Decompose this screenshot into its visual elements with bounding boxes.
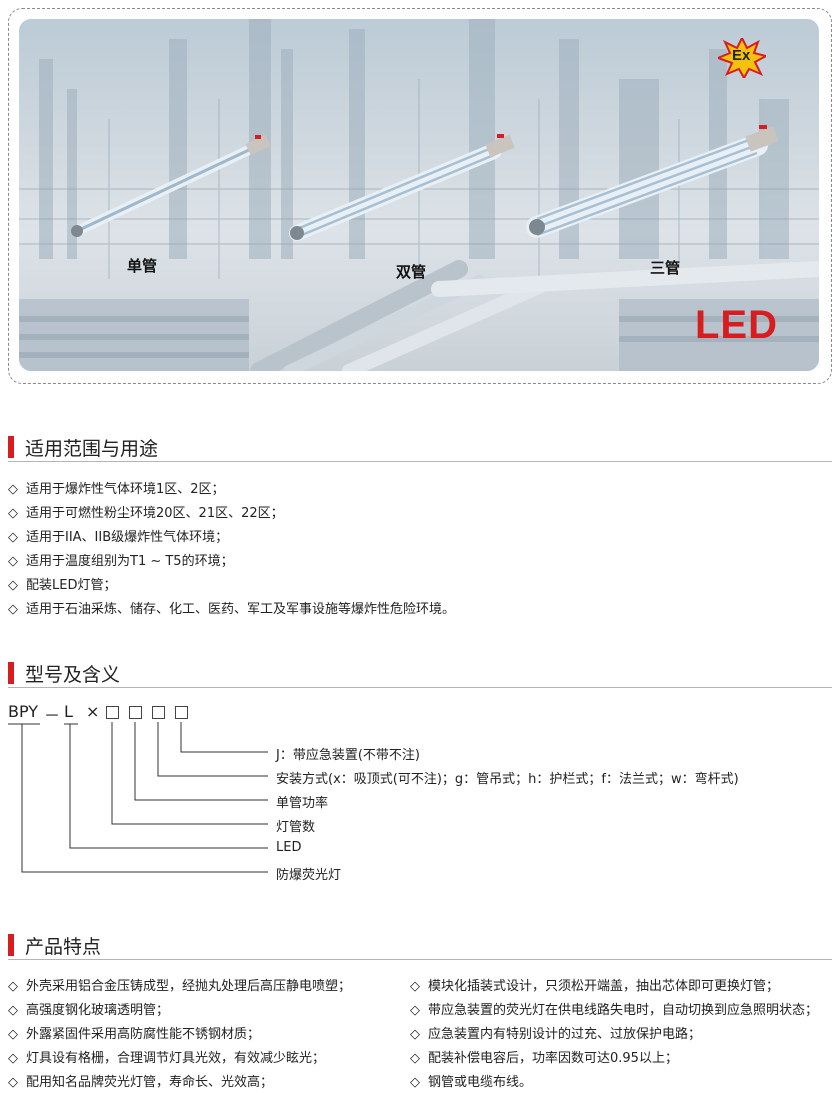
diamond-bullet-icon: ◇ bbox=[8, 1027, 18, 1042]
list-item: ◇配装补偿电容后，功率因数可达0.95以上； bbox=[410, 1051, 678, 1066]
list-item: ◇适用于温度组别为T1 ~ T5的环境； bbox=[8, 554, 234, 569]
lamp-label-single: 单管 bbox=[127, 257, 158, 275]
diamond-bullet-icon: ◇ bbox=[410, 1075, 420, 1090]
legend-tube-count: 灯管数 bbox=[276, 820, 316, 835]
model-code-prefix: BPY bbox=[8, 702, 39, 721]
legend-install: 安装方式(x：吸顶式(可不注)；g：管吊式；h：护栏式；f：法兰式；w：弯杆式) bbox=[276, 772, 739, 787]
list-item: ◇配装LED灯管； bbox=[8, 578, 117, 593]
list-item: ◇配用知名品牌荧光灯管，寿命长、光效高； bbox=[8, 1075, 274, 1090]
list-item: ◇带应急装置的荧光灯在供电线路失电时，自动切换到应急照明状态； bbox=[410, 1003, 819, 1018]
heading-rule bbox=[8, 687, 832, 688]
model-title: 型号及含义 bbox=[25, 664, 121, 686]
list-item: ◇灯具设有格栅，合理调节灯具光效，有效减少眩光； bbox=[8, 1051, 326, 1066]
hero-image: 单管 双管 三管 Ex LED bbox=[19, 19, 819, 371]
diamond-bullet-icon: ◇ bbox=[410, 979, 420, 994]
list-item: ◇适用于石油采炼、储存、化工、医药、军工及军事设施等爆炸性危险环境。 bbox=[8, 602, 456, 617]
diamond-bullet-icon: ◇ bbox=[8, 554, 18, 569]
list-item: ◇外壳采用铝合金压铸成型，经抛丸处理后高压静电喷塑； bbox=[8, 979, 352, 994]
list-item: ◇外露紧固件采用高防腐性能不锈钢材质； bbox=[8, 1027, 261, 1042]
diamond-bullet-icon: ◇ bbox=[8, 602, 18, 617]
diamond-bullet-icon: ◇ bbox=[410, 1003, 420, 1018]
list-item: ◇适用于IIA、IIB级爆炸性气体环境； bbox=[8, 530, 229, 545]
ex-explosion-badge-icon bbox=[718, 38, 766, 78]
ex-badge-text: Ex bbox=[732, 47, 751, 64]
legend-led: LED bbox=[276, 840, 302, 855]
triple-tube-lamp bbox=[526, 125, 779, 238]
single-tube-lamp bbox=[71, 134, 271, 237]
led-brand-mark: LED bbox=[695, 303, 778, 347]
lamp-label-double: 双管 bbox=[396, 263, 427, 281]
legend-power: 单管功率 bbox=[276, 796, 329, 811]
diamond-bullet-icon: ◇ bbox=[8, 1051, 18, 1066]
model-code-times: × bbox=[86, 702, 100, 721]
model-code-letter: L bbox=[64, 702, 73, 721]
list-item: ◇钢管或电缆布线。 bbox=[410, 1075, 533, 1090]
heading-rule bbox=[8, 959, 832, 960]
legend-fluorescent: 防爆荧光灯 bbox=[276, 868, 342, 883]
model-code-dash: － bbox=[44, 706, 61, 725]
scope-title: 适用范围与用途 bbox=[25, 438, 159, 460]
code-slot-box bbox=[106, 706, 119, 719]
legend-emergency: J：带应急装置(不带不注) bbox=[276, 748, 420, 763]
hero-frame bbox=[8, 8, 832, 384]
code-slot-box bbox=[129, 706, 142, 719]
double-tube-lamp bbox=[289, 134, 515, 241]
diamond-bullet-icon: ◇ bbox=[8, 578, 18, 593]
diamond-bullet-icon: ◇ bbox=[8, 1003, 18, 1018]
list-item: ◇高强度钢化玻璃透明管； bbox=[8, 1003, 170, 1018]
scope-section-heading: 适用范围与用途 bbox=[8, 432, 832, 462]
list-item: ◇模块化插装式设计，只须松开端盖，抽出芯体即可更换灯管； bbox=[410, 979, 780, 994]
diamond-bullet-icon: ◇ bbox=[8, 506, 18, 521]
list-item: ◇适用于爆炸性气体环境1区、2区； bbox=[8, 482, 225, 497]
heading-rule bbox=[8, 461, 832, 462]
diamond-bullet-icon: ◇ bbox=[410, 1051, 420, 1066]
model-section-heading: 型号及含义 bbox=[8, 658, 832, 688]
heading-accent-bar bbox=[8, 934, 14, 956]
diamond-bullet-icon: ◇ bbox=[8, 482, 18, 497]
heading-accent-bar bbox=[8, 436, 14, 458]
lamp-label-triple: 三管 bbox=[650, 259, 681, 277]
code-slot-box bbox=[152, 706, 165, 719]
diamond-bullet-icon: ◇ bbox=[8, 979, 18, 994]
code-slot-box bbox=[175, 706, 188, 719]
features-section-heading: 产品特点 bbox=[8, 930, 832, 960]
list-item: ◇适用于可燃性粉尘环境20区、21区、22区； bbox=[8, 506, 284, 521]
diamond-bullet-icon: ◇ bbox=[410, 1027, 420, 1042]
diamond-bullet-icon: ◇ bbox=[8, 530, 18, 545]
industrial-plant-illustration bbox=[19, 19, 819, 371]
features-title: 产品特点 bbox=[25, 936, 102, 958]
diamond-bullet-icon: ◇ bbox=[8, 1075, 18, 1090]
list-item: ◇应急装置内有特别设计的过充、过放保护电路； bbox=[410, 1027, 702, 1042]
heading-accent-bar bbox=[8, 662, 14, 684]
